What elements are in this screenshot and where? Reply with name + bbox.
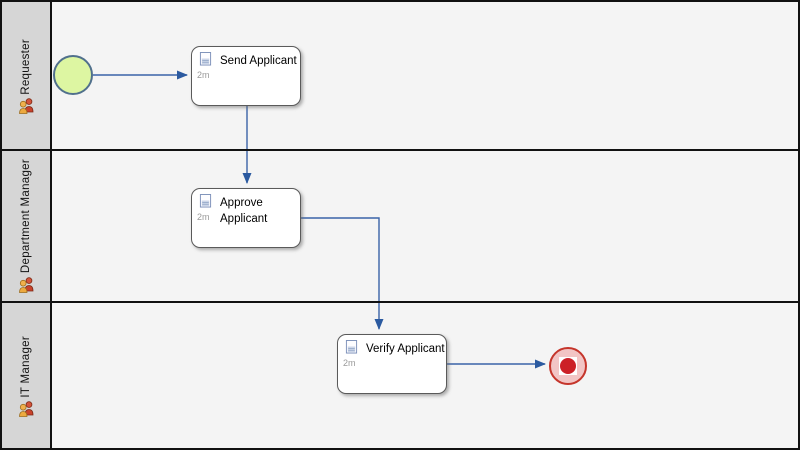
lane-separator [2,149,798,151]
task-verify-applicant[interactable]: Verify Applicant 2m [337,334,447,394]
task-label: Verify Applicant [366,343,445,355]
document-icon [345,340,358,354]
end-event[interactable] [549,347,587,385]
people-icon [18,401,33,418]
task-label: Approve Applicant [220,197,268,225]
task-approve-applicant[interactable]: Approve Applicant 2m [191,188,301,248]
flow-approve-to-verify[interactable] [301,217,384,330]
start-event[interactable] [53,55,93,95]
document-icon [199,194,212,208]
end-event-inner-dot [560,358,576,374]
task-label: Send Applicant [220,55,297,67]
people-icon [18,277,33,293]
lane-header-column [2,2,52,448]
lane-it-manager[interactable]: IT Manager [2,303,50,448]
task-duration-badge: 2m [197,70,210,80]
task-duration-badge: 2m [343,358,356,368]
task-duration-badge: 2m [197,212,210,222]
document-icon [199,52,212,66]
lane-department-manager[interactable]: Department Manager [2,151,50,301]
people-icon [18,98,33,115]
lane-separator [2,301,798,303]
lane-requester[interactable]: Requester [2,4,50,149]
task-send-applicant[interactable]: Send Applicant 2m [191,46,301,106]
